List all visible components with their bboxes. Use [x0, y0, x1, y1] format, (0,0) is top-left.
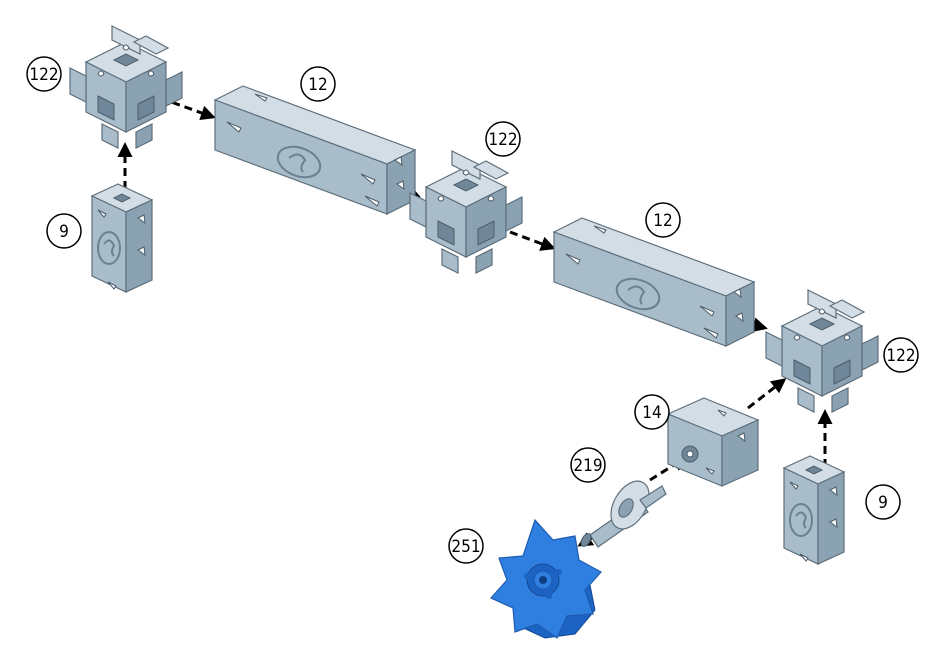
callout-cube-top-left: 122 [27, 57, 61, 91]
block-14 [668, 398, 758, 486]
label-beam-1: 12 [308, 75, 327, 95]
arrow-block14-to-cube [748, 380, 784, 408]
callout-beam-1: 12 [301, 67, 335, 101]
label-beam-2: 12 [653, 211, 672, 231]
axle-219 [579, 474, 666, 548]
label-cube-top-left: 122 [29, 65, 58, 85]
block-9-right [784, 456, 844, 564]
block-9-left [92, 184, 152, 292]
callout-small-block: 14 [635, 395, 669, 429]
callout-beam-2: 12 [646, 203, 680, 237]
arrow-cube-to-beam2 [510, 232, 553, 248]
cube-122-middle [410, 151, 522, 273]
label-axle: 219 [573, 456, 602, 476]
label-small-block: 14 [642, 403, 661, 423]
beam-12-second [554, 218, 754, 346]
callout-cube-right: 122 [884, 338, 918, 372]
callout-axle: 219 [571, 448, 605, 482]
beam-12-first [215, 86, 415, 214]
callout-wheel: 251 [449, 529, 483, 563]
cube-122-right [766, 290, 878, 412]
label-block-right: 9 [878, 493, 888, 513]
label-cube-middle: 122 [488, 130, 517, 150]
label-wheel: 251 [451, 537, 480, 557]
label-cube-right: 122 [886, 346, 915, 366]
label-block-left: 9 [59, 222, 69, 242]
cube-122-top-left [70, 26, 182, 148]
callout-cube-middle: 122 [486, 122, 520, 156]
callout-block-right: 9 [866, 485, 900, 519]
callout-block-left: 9 [47, 214, 81, 248]
